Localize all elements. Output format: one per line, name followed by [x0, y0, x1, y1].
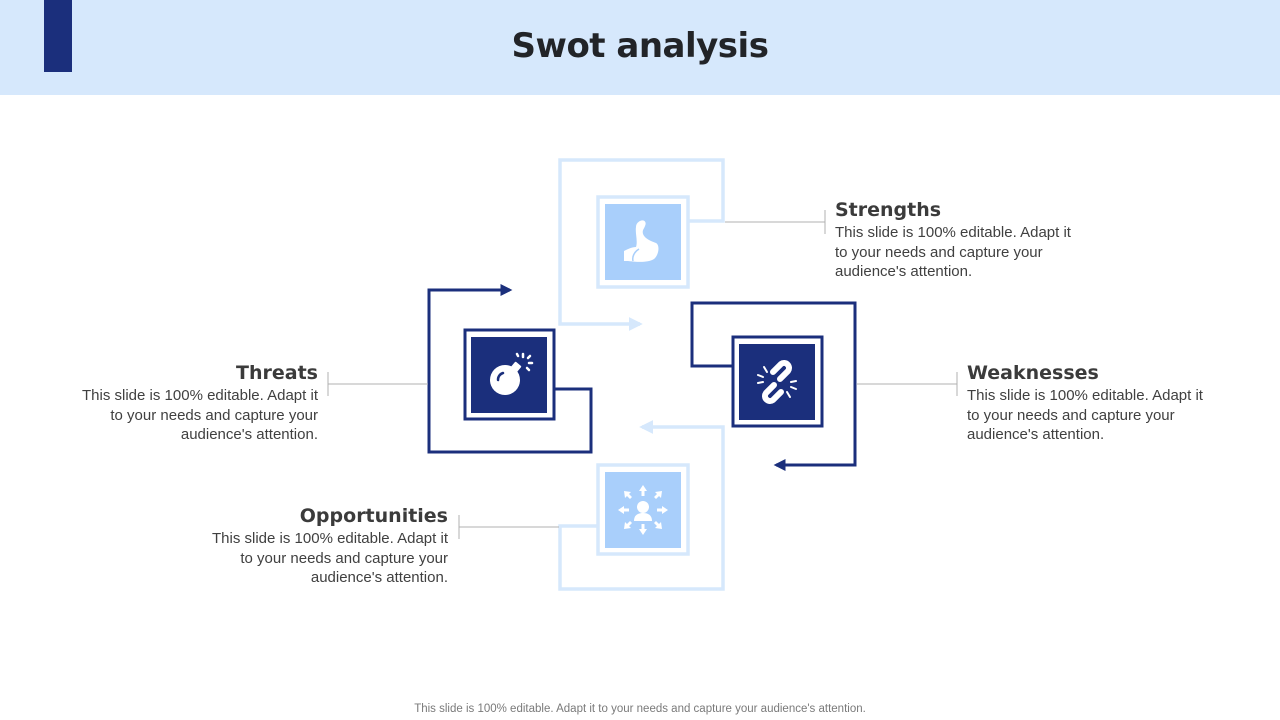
- threats-title: Threats: [236, 362, 318, 384]
- opportunities-icon-tile: [605, 472, 681, 548]
- header-band: [0, 0, 1280, 95]
- bomb-icon: [490, 352, 534, 395]
- header-accent-bar: [44, 0, 72, 72]
- footer-note: This slide is 100% editable. Adapt it to…: [414, 703, 866, 715]
- strengths-text: This slide is 100% editable. Adapt it to…: [835, 224, 1071, 280]
- broken-link-icon: [757, 360, 797, 404]
- threats-connector: [427, 284, 593, 454]
- opportunities-title: Opportunities: [299, 505, 448, 527]
- weaknesses-title: Weaknesses: [967, 362, 1099, 384]
- threats-text: This slide is 100% editable. Adapt it to…: [82, 387, 318, 443]
- person-expanding-arrows-icon: [618, 485, 668, 535]
- strengths-connector: [558, 158, 725, 331]
- opportunities-label: Opportunities This slide is 100% editabl…: [198, 505, 448, 588]
- weaknesses-text: This slide is 100% editable. Adapt it to…: [967, 387, 1203, 443]
- weaknesses-label: Weaknesses This slide is 100% editable. …: [967, 362, 1217, 445]
- threats-label: Threats This slide is 100% editable. Ada…: [68, 362, 318, 445]
- weaknesses-connector: [690, 301, 857, 471]
- strengths-title: Strengths: [835, 199, 942, 221]
- callout-lines: [327, 210, 958, 539]
- flexed-bicep-icon: [624, 220, 659, 262]
- threats-icon-tile: [471, 337, 547, 413]
- strengths-label: Strengths This slide is 100% editable. A…: [835, 199, 1085, 282]
- opportunities-text: This slide is 100% editable. Adapt it to…: [212, 530, 448, 586]
- strengths-icon-tile: [605, 204, 681, 280]
- opportunities-connector: [558, 420, 725, 591]
- weaknesses-icon-tile: [739, 344, 815, 420]
- page-title: Swot analysis: [511, 26, 769, 66]
